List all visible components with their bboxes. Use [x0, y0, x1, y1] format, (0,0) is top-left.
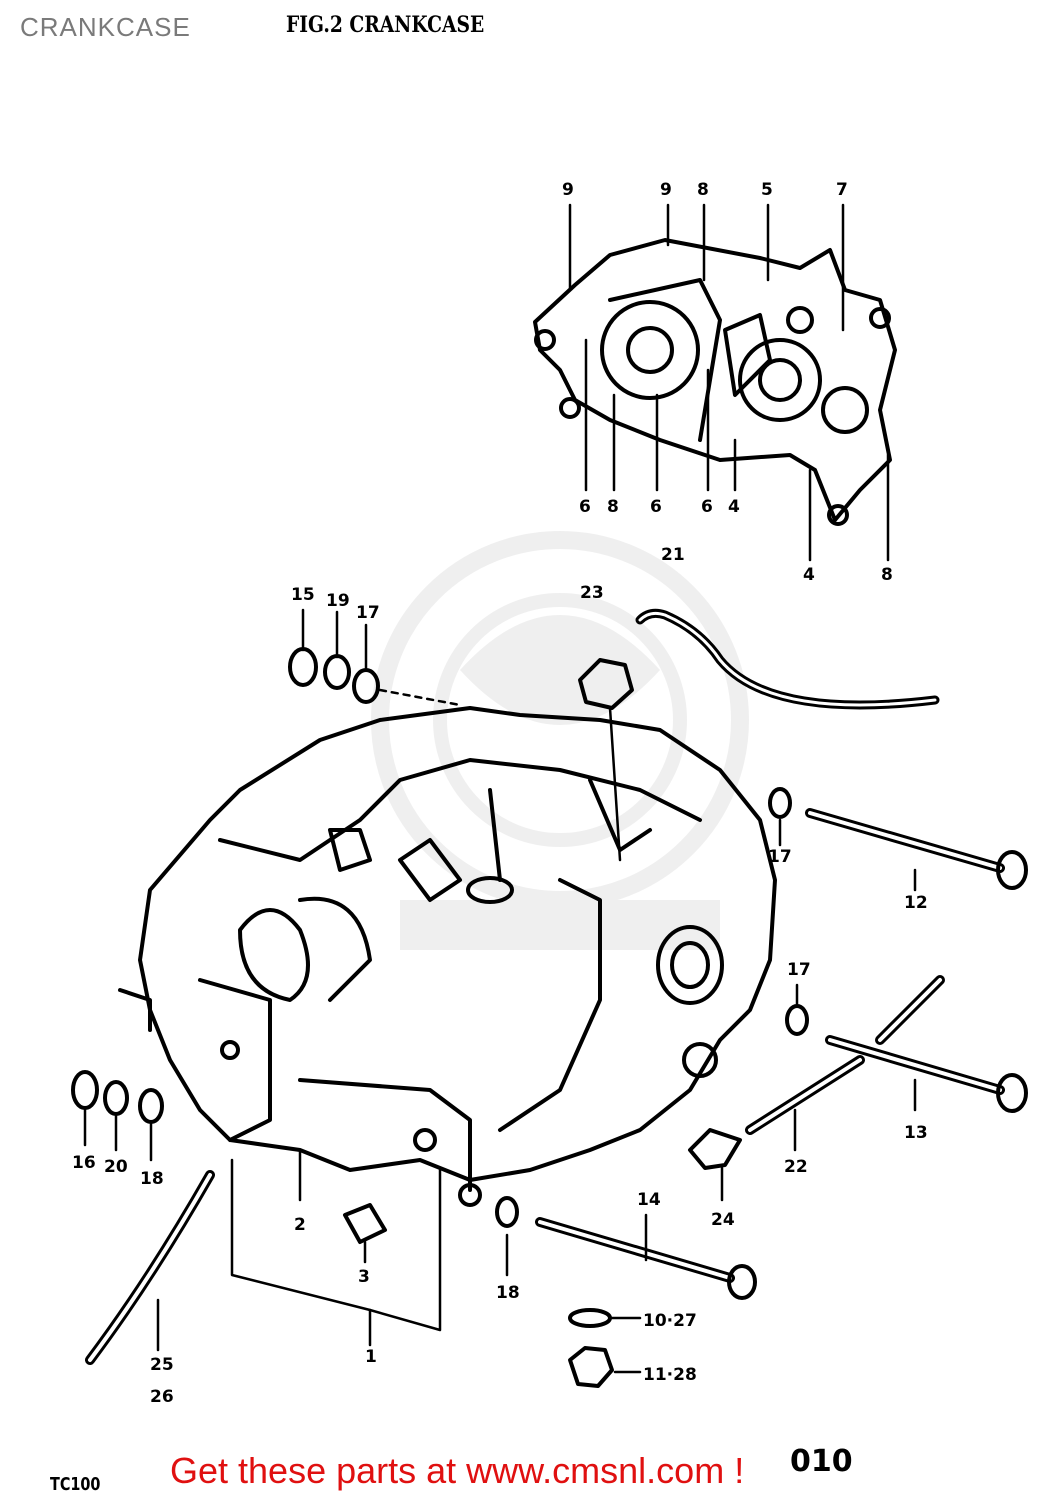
callout-6c: 6 [701, 497, 713, 517]
callout-23: 23 [580, 583, 604, 603]
callout-16: 16 [72, 1153, 96, 1173]
callout-6a: 6 [579, 497, 591, 517]
washers-15-19-17 [288, 608, 462, 707]
figure-title: FIG.2 CRANKCASE [286, 12, 485, 38]
callout-13: 13 [904, 1123, 928, 1143]
top-leader-lines [568, 203, 890, 562]
drain-plug-11-28 [568, 1346, 642, 1388]
callout-11-28: 11·28 [643, 1365, 697, 1385]
callout-17a: 17 [356, 603, 380, 623]
callout-19: 19 [326, 591, 350, 611]
crankcase-half-inner-view [533, 238, 897, 526]
assembly-bracket-1 [230, 1148, 442, 1347]
buy-parts-link[interactable]: Get these parts at www.cmsnl.com ! [170, 1450, 745, 1491]
callout-12: 12 [904, 893, 928, 913]
callout-8c: 8 [881, 565, 893, 585]
callout-2: 2 [294, 1215, 306, 1235]
callout-9b: 9 [660, 180, 672, 200]
callout-labels: 9 9 8 5 7 6 8 6 6 4 4 8 21 23 15 19 17 1… [72, 180, 928, 1407]
hose-25-26 [85, 1170, 215, 1365]
callout-8b: 8 [607, 497, 619, 517]
callout-4b: 4 [803, 565, 815, 585]
callout-20: 20 [104, 1157, 128, 1177]
callout-9a: 9 [562, 180, 574, 200]
model-code: TC100 [50, 1474, 101, 1495]
page-number: 010 [790, 1444, 853, 1479]
callout-1: 1 [365, 1347, 377, 1367]
clamp-24 [688, 1128, 742, 1202]
callout-5: 5 [761, 180, 773, 200]
callout-4a: 4 [728, 497, 740, 517]
callout-14: 14 [637, 1190, 661, 1210]
bolt-14 [495, 1196, 757, 1300]
callout-18a: 18 [140, 1169, 164, 1189]
breather-hose-21 [635, 608, 940, 710]
callout-17c: 17 [787, 960, 811, 980]
callout-24: 24 [711, 1210, 735, 1230]
page-title: CRANKCASE [20, 12, 191, 42]
callout-17b: 17 [768, 847, 792, 867]
washers-16-20-18 [71, 1070, 164, 1162]
callout-3: 3 [358, 1267, 370, 1287]
bolt-13 [785, 983, 1028, 1113]
callout-22: 22 [784, 1157, 808, 1177]
tube-22 [745, 975, 945, 1152]
callout-25: 25 [150, 1355, 174, 1375]
callout-6b: 6 [650, 497, 662, 517]
callout-21: 21 [661, 545, 685, 565]
callout-26: 26 [150, 1387, 174, 1407]
callout-7: 7 [836, 180, 848, 200]
cap-23 [578, 658, 634, 862]
callout-10-27: 10·27 [643, 1311, 697, 1331]
bolt-12 [768, 787, 1028, 892]
callout-15: 15 [291, 585, 315, 605]
callout-8a: 8 [697, 180, 709, 200]
callout-18b: 18 [496, 1283, 520, 1303]
crankcase-assembly [118, 706, 777, 1207]
dowel-3 [343, 1203, 387, 1264]
drain-washer-10-27 [568, 1308, 642, 1328]
